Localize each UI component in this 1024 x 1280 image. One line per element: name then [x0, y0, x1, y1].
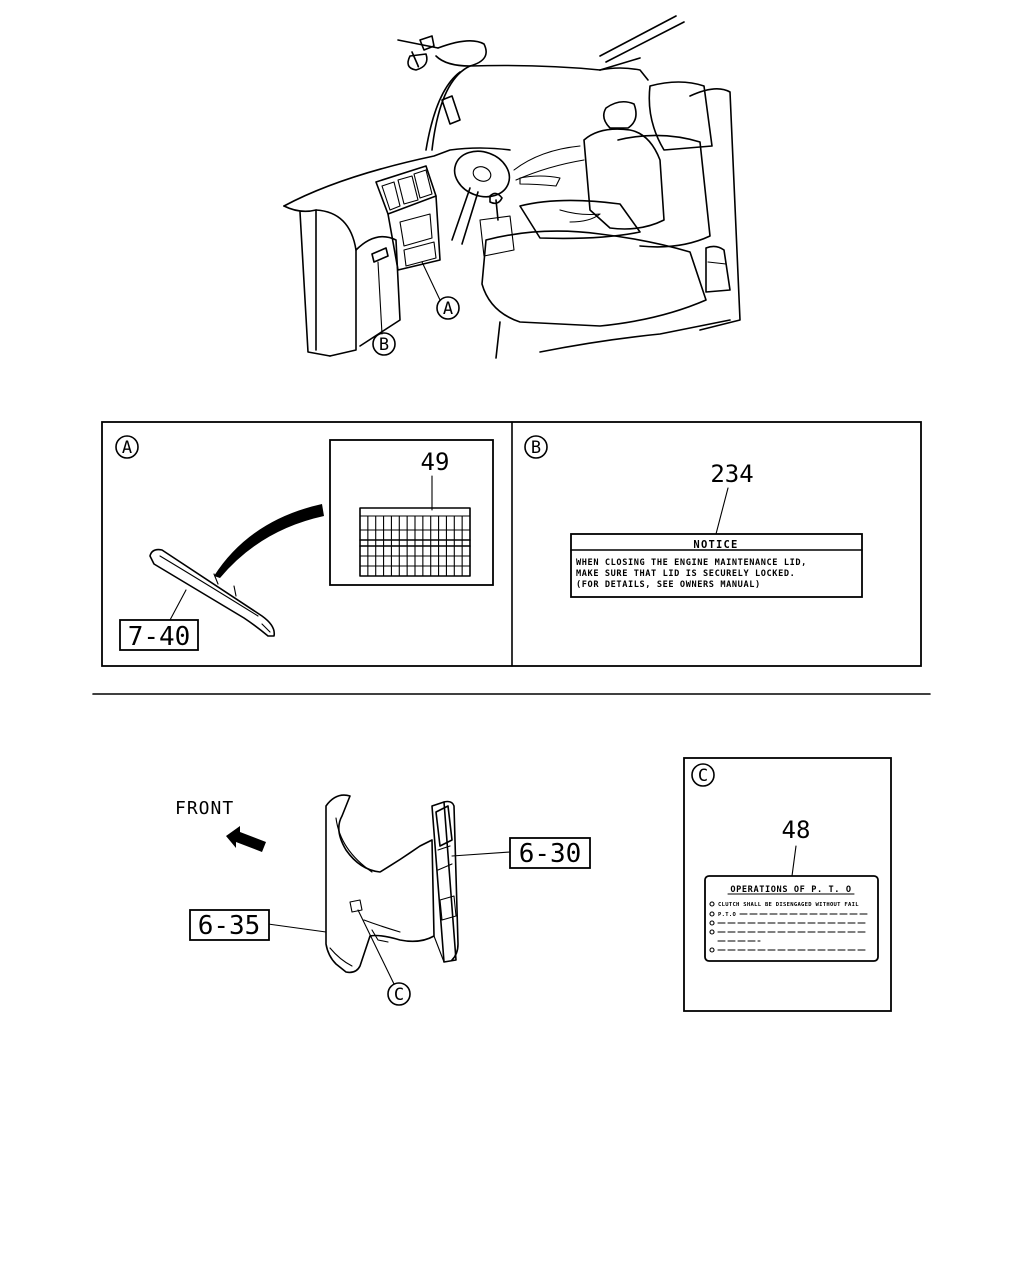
notice-label: NOTICE WHEN CLOSING THE ENGINE MAINTENAN… [570, 533, 863, 598]
panel-c-letter: C [698, 766, 708, 786]
ref-6-35-box [189, 909, 270, 941]
pto-line-2: P.T.O [718, 912, 736, 918]
callout-a: A [436, 296, 460, 320]
part-number-234: 234 [710, 460, 753, 488]
notice-line-3: (FOR DETAILS, SEE OWNERS MANUAL) [576, 580, 761, 590]
notice-title: NOTICE [693, 539, 738, 551]
notice-line-2: MAKE SURE THAT LID IS SECURELY LOCKED. [576, 569, 795, 579]
ref-6-30-box [509, 837, 591, 869]
notice-line-1: WHEN CLOSING THE ENGINE MAINTENANCE LID, [576, 558, 807, 568]
callout-c: C [387, 982, 411, 1006]
cab-interior-illustration [283, 15, 741, 359]
front-label: FRONT [175, 798, 234, 819]
ref-7-40-box [119, 619, 199, 651]
panel-b: B 234 NOTICE WHEN CLOSING THE ENGINE MAI… [524, 435, 863, 598]
ref-7-40: 7-40 [128, 622, 191, 652]
front-indicator: FRONT [175, 798, 266, 852]
pointer-arrow [214, 504, 324, 578]
front-arrow-icon [226, 826, 266, 852]
ref-6-35: 6-35 [198, 911, 261, 941]
panel-a: A 49 7-40 [115, 435, 494, 652]
cover-part-7-40 [149, 548, 276, 637]
part-number-49: 49 [421, 448, 450, 476]
panel-a-letter: A [122, 438, 132, 458]
side-panel-assembly [267, 794, 511, 985]
ref-6-30: 6-30 [519, 839, 582, 869]
svg-text:A: A [443, 299, 453, 319]
svg-text:B: B [379, 335, 389, 355]
panel-c: C 48 OPERATIONS OF P. T. O CLUTCH SHALL … [683, 757, 892, 1012]
pto-label: OPERATIONS OF P. T. O CLUTCH SHALL BE DI… [704, 875, 879, 962]
panel-b-letter: B [531, 438, 541, 458]
pto-line-1: CLUTCH SHALL BE DISENGAGED WITHOUT FAIL [718, 902, 859, 908]
callout-b: B [372, 332, 396, 356]
pto-title: OPERATIONS OF P. T. O [730, 885, 851, 895]
part-number-48: 48 [782, 816, 811, 844]
label-49-graphic [359, 507, 471, 577]
label-49-frame [329, 439, 494, 586]
svg-text:C: C [394, 985, 404, 1005]
